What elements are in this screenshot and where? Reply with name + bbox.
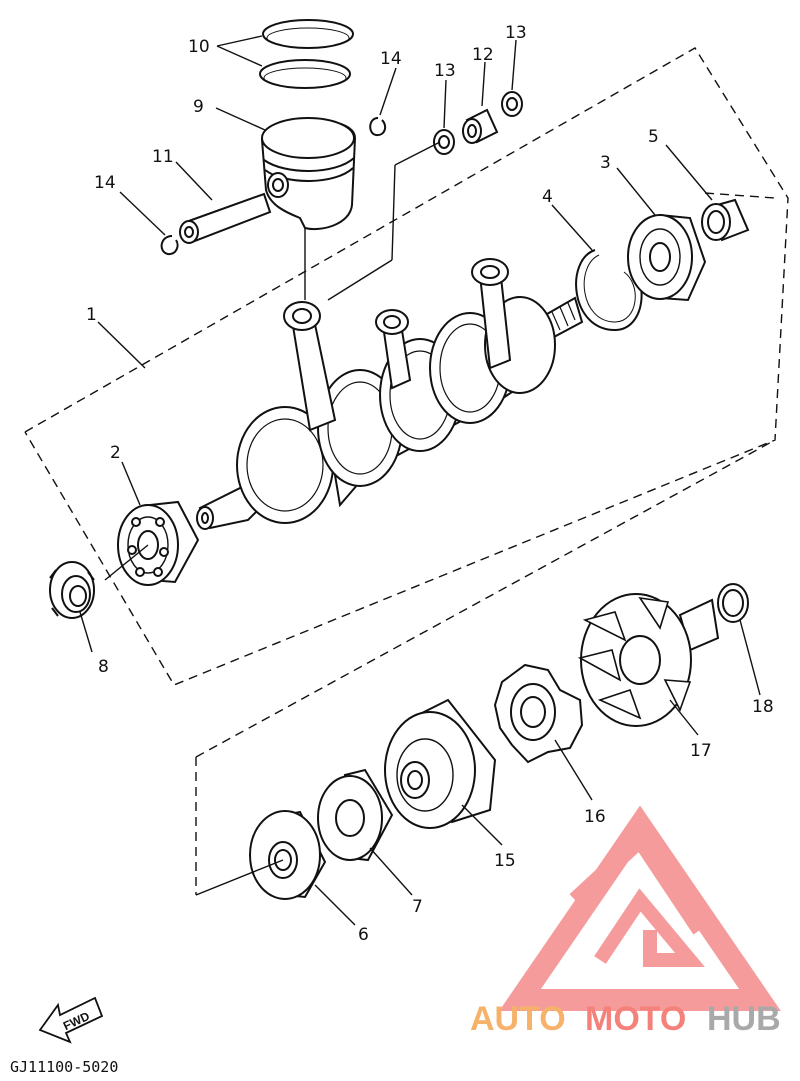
callout-2: 2 [110,443,121,463]
callout-9: 9 [193,97,204,117]
callout-13-a: 13 [434,61,456,81]
main-bearing-rear [627,213,707,302]
callout-15: 15 [494,851,516,871]
watermark-part-hub: HUB [707,1000,781,1038]
callout-12: 12 [472,45,494,65]
callout-1: 1 [86,305,97,325]
piston-pin [179,192,272,244]
callout-10: 10 [188,37,210,57]
callout-13-b: 13 [505,23,527,43]
leader-lines [79,35,761,926]
crankshaft-collar [701,198,750,242]
small-end-bearing [462,108,499,144]
callout-labels: 1 2 3 4 5 6 7 8 9 10 11 12 13 13 14 14 1… [86,23,774,945]
oil-seal [49,561,95,619]
piston [260,117,357,231]
watermark-part-auto: AUTO [470,1000,566,1038]
circlip-right [369,117,387,137]
coupling-half [577,593,720,727]
watermark-part-moto: MOTO [585,1000,686,1038]
crankshaft [196,258,584,530]
callout-17: 17 [690,741,712,761]
callout-5: 5 [648,127,659,147]
callout-18: 18 [752,697,774,717]
washer-18 [717,583,749,623]
assembly-boundary-upper [24,47,789,686]
callout-6: 6 [358,925,369,945]
spacer-ring [317,768,394,862]
watermark-logo [499,805,781,1011]
forward-arrow-icon: FWD [38,996,104,1044]
seal-cover [249,810,327,900]
callout-3: 3 [600,153,611,173]
assembly-boundary-lower [195,439,776,895]
callout-14-a: 14 [94,173,116,193]
callout-14-b: 14 [380,49,402,69]
watermark-text: AUTO MOTO HUB [470,1000,781,1038]
piston-rings [259,19,354,89]
callout-11: 11 [152,147,174,167]
rubber-damper [493,663,584,764]
coupling-half-front [384,698,497,829]
callout-4: 4 [542,187,553,207]
callout-16: 16 [584,807,606,827]
thrust-washer-right [501,91,523,117]
diagram-code: GJ11100-5020 [10,1058,118,1076]
main-bearing-front [117,500,200,586]
circlip-left [160,235,179,256]
callout-8: 8 [98,657,109,677]
thrust-washer-left [433,129,455,155]
callout-7: 7 [412,897,423,917]
